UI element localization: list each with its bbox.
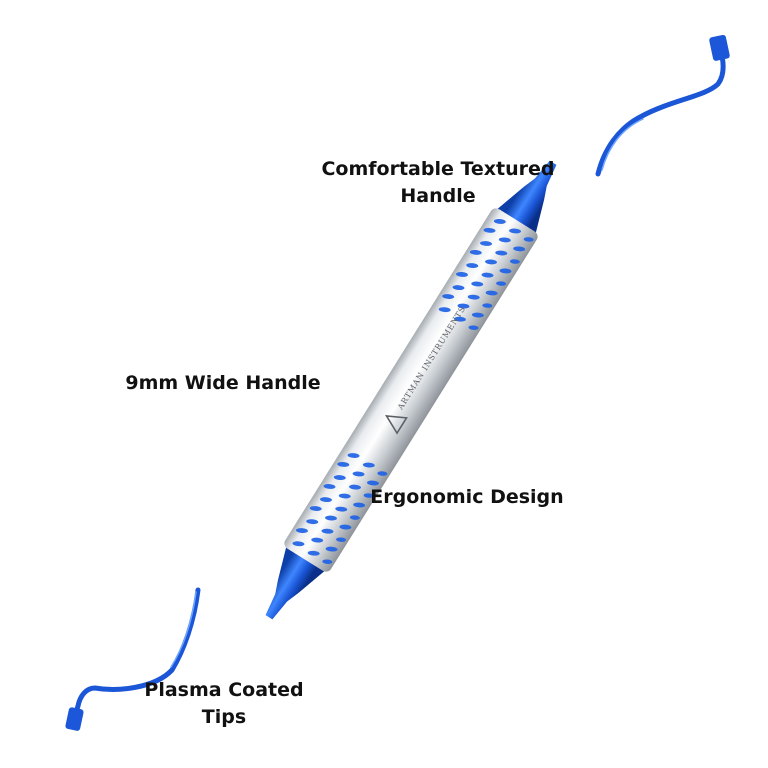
upper-tip-end [709,34,730,61]
upper-tip-highlight [601,118,644,171]
lower-tip-end [65,707,84,731]
callout-textured-handle: Comfortable Textured Handle [313,156,563,210]
callout-coated-tips-line1: Plasma Coated [144,679,304,701]
instrument-handle: ARTMAN INSTRUMENTS [265,160,557,620]
callout-ergonomic-design-line1: Ergonomic Design [370,486,564,508]
callout-handle-width-line1: 9mm Wide Handle [125,372,321,394]
callout-textured-handle-line2: Handle [400,185,476,207]
callout-coated-tips: Plasma Coated Tips [134,677,314,731]
callout-textured-handle-line1: Comfortable Textured [321,158,555,180]
lower-grip-texture [292,453,388,564]
brand-logo-triangle-icon [384,415,408,435]
callout-coated-tips-line2: Tips [201,706,247,728]
callout-ergonomic-design: Ergonomic Design [362,484,572,511]
upper-tip-shaft [595,45,726,177]
upper-grip-texture [438,219,534,330]
callout-handle-width: 9mm Wide Handle [118,370,328,397]
lower-tip-highlight [170,591,197,668]
lower-tip-shaft [72,587,201,719]
